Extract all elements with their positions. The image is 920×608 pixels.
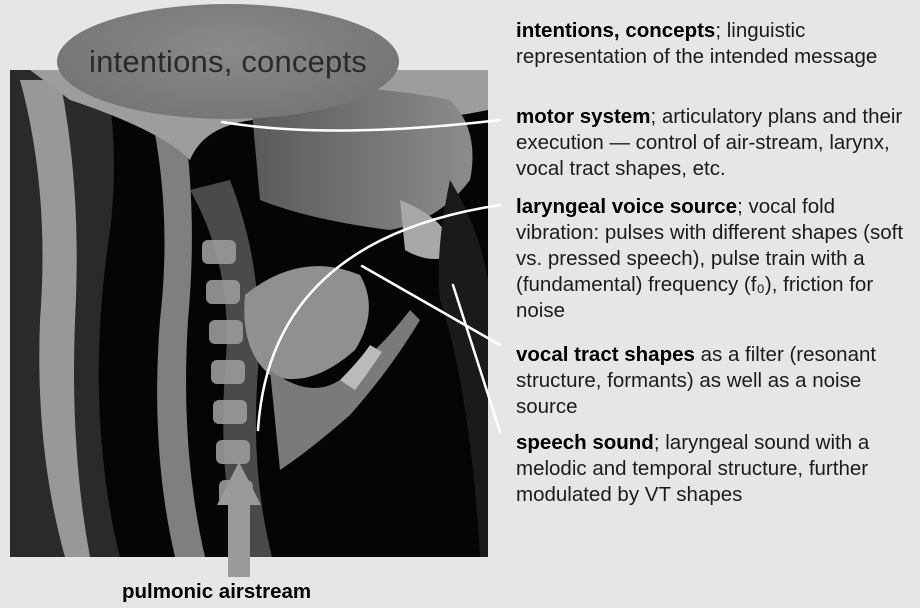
annotation-term: laryngeal voice source <box>516 195 737 218</box>
bubble-label: intentions, concepts <box>89 44 367 80</box>
intentions-concepts-bubble: intentions, concepts <box>57 4 399 119</box>
annotation-term: speech sound <box>516 431 654 454</box>
mri-sagittal-image <box>10 70 488 557</box>
annotation-intentions: intentions, concepts; linguistic represe… <box>516 18 918 70</box>
annotation-vocal-tract: vocal tract shapes as a filter (resonant… <box>516 342 918 420</box>
pulmonic-airstream-label: pulmonic airstream <box>122 580 311 604</box>
annotation-term: intentions, concepts <box>516 19 715 42</box>
annotation-laryngeal-source: laryngeal voice source; vocal fold vibra… <box>516 194 918 324</box>
annotation-term: vocal tract shapes <box>516 343 695 366</box>
annotation-term: motor system <box>516 105 650 128</box>
annotation-motor-system: motor system; articulatory plans and the… <box>516 104 918 182</box>
annotation-speech-sound: speech sound; laryngeal sound with a mel… <box>516 430 918 508</box>
